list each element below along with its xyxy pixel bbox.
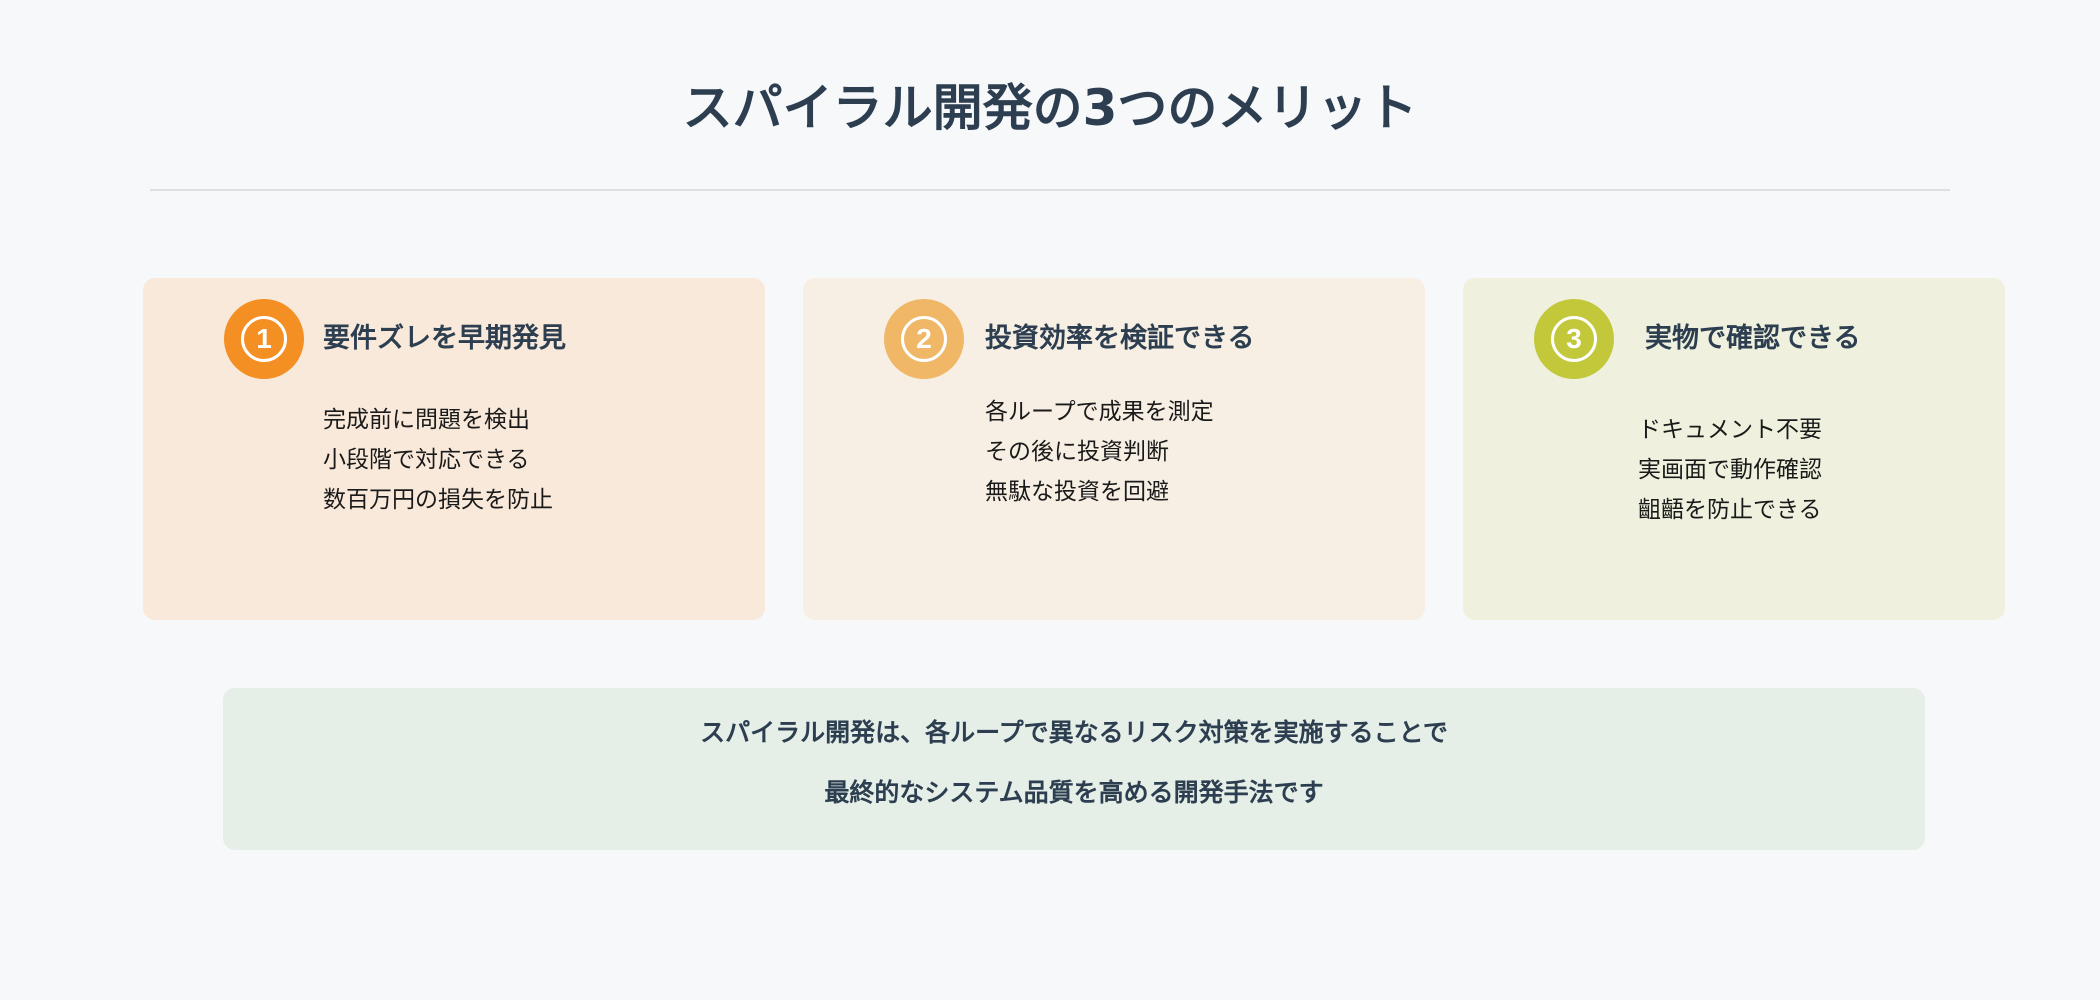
list-item: ドキュメント不要 — [1638, 417, 1822, 443]
merit-card-title: 実物で確認できる — [1645, 323, 1861, 354]
merit-card-title: 要件ズレを早期発見 — [323, 323, 566, 354]
merit-card-1: 1 要件ズレを早期発見 完成前に問題を検出 小段階で対応できる 数百万円の損失を… — [143, 278, 765, 620]
summary-banner: スパイラル開発は、各ループで異なるリスク対策を実施することで 最終的なシステム品… — [223, 688, 1925, 850]
merit-card-list: 完成前に問題を検出 小段階で対応できる 数百万円の損失を防止 — [323, 400, 553, 520]
circled-number-two-icon: 2 — [901, 316, 947, 362]
merit-card-2: 2 投資効率を検証できる 各ループで成果を測定 その後に投資判断 無駄な投資を回… — [803, 278, 1425, 620]
circled-number-three-icon: 3 — [1551, 316, 1597, 362]
list-item: 齟齬を防止できる — [1638, 497, 1822, 523]
list-item: 小段階で対応できる — [323, 447, 530, 473]
merit-card-list: 各ループで成果を測定 その後に投資判断 無駄な投資を回避 — [985, 392, 1214, 512]
merit-card-3: 3 実物で確認できる ドキュメント不要 実画面で動作確認 齟齬を防止できる — [1463, 278, 2005, 620]
number-badge-1: 1 — [224, 299, 304, 379]
title-divider — [150, 189, 1950, 191]
list-item: その後に投資判断 — [985, 439, 1169, 465]
page-title: スパイラル開発の3つのメリット — [682, 79, 1418, 137]
list-item: 各ループで成果を測定 — [985, 399, 1214, 425]
merit-card-list: ドキュメント不要 実画面で動作確認 齟齬を防止できる — [1638, 410, 1822, 530]
list-item: 数百万円の損失を防止 — [323, 487, 553, 513]
merit-card-title: 投資効率を検証できる — [985, 323, 1255, 354]
number-badge-3: 3 — [1534, 299, 1614, 379]
number-badge-2: 2 — [884, 299, 964, 379]
summary-line-1: スパイラル開発は、各ループで異なるリスク対策を実施することで — [700, 718, 1448, 747]
list-item: 完成前に問題を検出 — [323, 407, 530, 433]
list-item: 無駄な投資を回避 — [985, 479, 1169, 505]
summary-line-2: 最終的なシステム品質を高める開発手法です — [824, 778, 1324, 807]
list-item: 実画面で動作確認 — [1638, 457, 1822, 483]
circled-number-one-icon: 1 — [241, 316, 287, 362]
